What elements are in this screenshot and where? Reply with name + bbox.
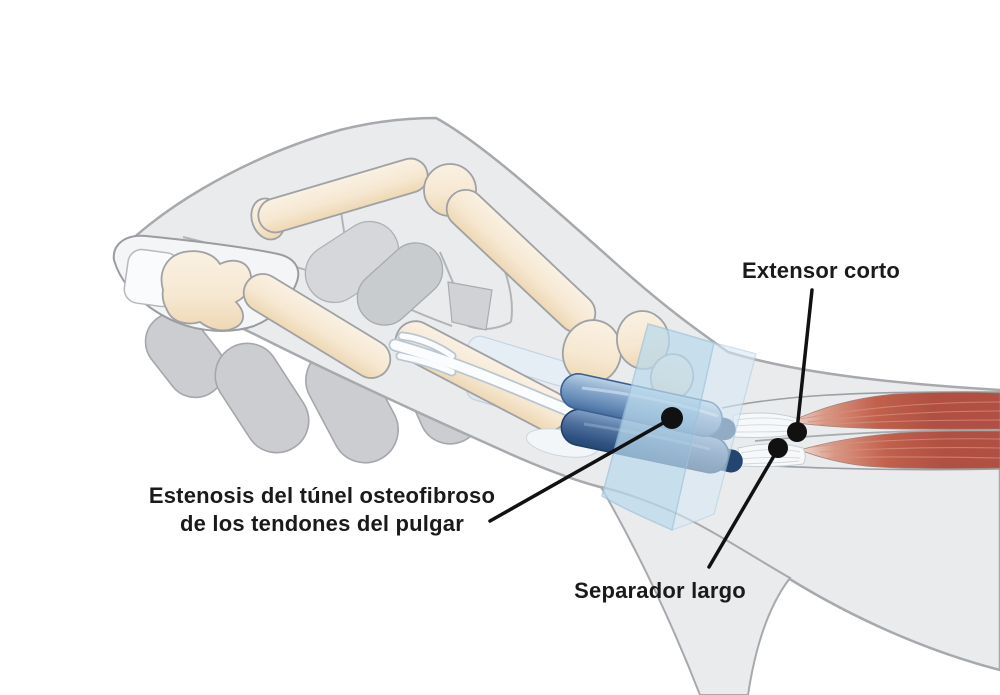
label-dot-estenosis (661, 407, 683, 429)
curled-finger (214, 342, 310, 454)
label-extensor-corto-text: Extensor corto (741, 258, 901, 283)
label-estenosis: Estenosis del túnel osteofibroso de los … (122, 482, 522, 538)
thumb-web-shadow-fingers (304, 220, 493, 331)
muscle-striations (799, 401, 1000, 459)
label-estenosis-line2: de los tendones del pulgar (180, 511, 464, 536)
abductor-muscle-belly-lower (798, 430, 1000, 469)
label-extensor-corto: Extensor corto (701, 257, 941, 285)
thumb-distal-bone (160, 250, 253, 332)
leader-line-extensor-corto (795, 288, 814, 432)
muscle-gap-line (754, 429, 1000, 442)
label-estenosis-line1: Estenosis del túnel osteofibroso (148, 483, 496, 508)
retinaculum-side-strip (671, 342, 757, 531)
thumb-proximal-bone (242, 273, 392, 379)
leader-line-estenosis (488, 416, 674, 523)
curled-finger (144, 311, 226, 399)
label-dot-extensor-corto (787, 422, 807, 442)
index-phalanx-bone (257, 157, 429, 234)
label-separador-largo-text: Separador largo (574, 578, 746, 603)
annotations (488, 288, 814, 569)
label-dot-separador-largo (768, 438, 788, 458)
label-separador-largo: Separador largo (550, 577, 770, 605)
web-finger-segment (447, 281, 493, 331)
leader-line-separador-largo (707, 447, 780, 569)
web-finger-shape (356, 242, 444, 326)
thumb-tendon-fork (388, 331, 582, 420)
